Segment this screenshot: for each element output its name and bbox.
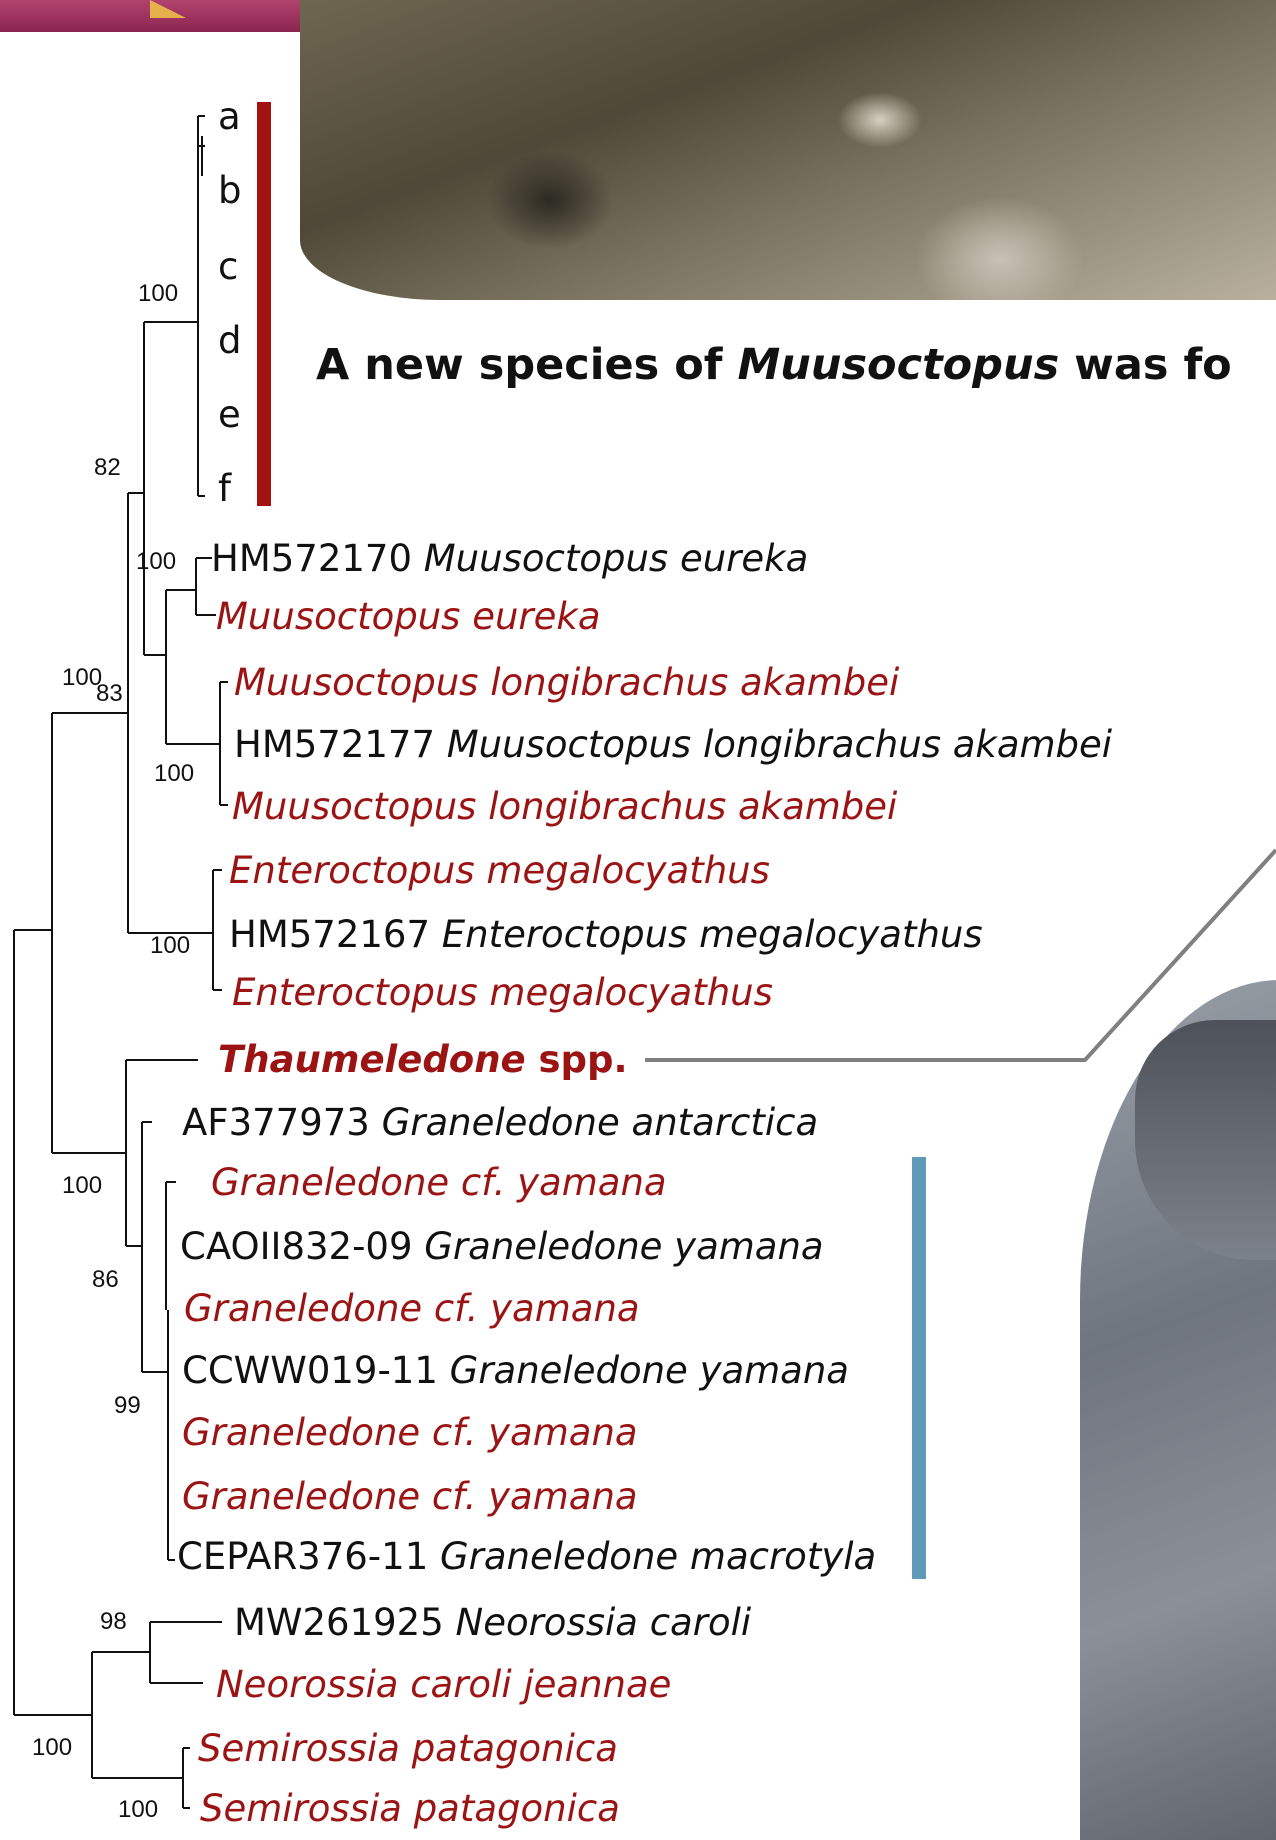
tip-label: Enteroctopus megalocyathus (229, 852, 770, 889)
tip-label: Muusoctopus eureka (216, 598, 601, 635)
tip-accession: AF377973 (182, 1101, 382, 1144)
tip-species: Graneledone yamana (424, 1225, 823, 1268)
clade-letter: f (218, 470, 231, 507)
tip-species: Muusoctopus longibrachus akambei (447, 723, 1112, 766)
tree-branch (144, 322, 166, 744)
bootstrap-value: 100 (136, 550, 176, 574)
clade-letter: d (218, 322, 242, 359)
tip-species: Graneledone cf. yamana (182, 1411, 638, 1454)
tip-accession: MW261925 (234, 1601, 456, 1644)
tip-accession: HM572177 (234, 723, 447, 766)
tree-branch (213, 870, 222, 990)
tip-species: Graneledone cf. yamana (211, 1161, 667, 1204)
clade-bar-graneledone (912, 1157, 926, 1579)
clade-letter: a (218, 98, 241, 135)
clade-letter: b (218, 172, 242, 209)
tip-label: HM572167 Enteroctopus megalocyathus (229, 916, 983, 953)
tip-species: Graneledone cf. yamana (182, 1475, 638, 1518)
tip-label: Neorossia caroli jeannae (216, 1666, 671, 1703)
tip-label: Semirossia patagonica (200, 1790, 620, 1827)
tip-label: Semirossia patagonica (198, 1730, 618, 1767)
tree-branch (126, 1060, 142, 1246)
bootstrap-value: 100 (32, 1736, 72, 1760)
tip-label: Enteroctopus megalocyathus (232, 974, 773, 1011)
tip-label: Graneledone cf. yamana (182, 1478, 638, 1515)
bootstrap-value: 100 (154, 762, 194, 786)
tip-accession: HM572167 (229, 913, 442, 956)
tree-branch (168, 1310, 175, 1560)
tip-species: Neorossia caroli jeannae (216, 1663, 671, 1706)
clade-letter: c (218, 248, 238, 285)
tip-species: Graneledone macrotyla (440, 1535, 876, 1578)
tip-label: CAOII832-09 Graneledone yamana (180, 1228, 824, 1265)
tip-label: Graneledone cf. yamana (184, 1290, 640, 1327)
bootstrap-value: 83 (96, 682, 123, 706)
tip-label-thaumeledone: Thaumeledone spp. (218, 1041, 628, 1078)
tip-label: Graneledone cf. yamana (211, 1164, 667, 1201)
bootstrap-value: 82 (94, 456, 121, 480)
tip-species: Graneledone yamana (450, 1349, 849, 1392)
tip-species: Graneledone cf. yamana (184, 1287, 640, 1330)
tip-species: Muusoctopus longibrachus akambei (232, 785, 897, 828)
tip-accession: HM572170 (211, 537, 424, 580)
tip-species: Semirossia patagonica (200, 1787, 620, 1830)
tree-branch (142, 1122, 168, 1372)
bootstrap-value: 100 (138, 282, 178, 306)
bootstrap-value: 86 (92, 1268, 119, 1292)
tip-suffix: spp. (526, 1038, 628, 1081)
tip-label: Muusoctopus longibrachus akambei (232, 788, 897, 825)
clade-bar-new-species (257, 102, 271, 506)
tip-accession: CCWW019-11 (182, 1349, 450, 1392)
tip-accession: CAOII832-09 (180, 1225, 424, 1268)
tip-label: AF377973 Graneledone antarctica (182, 1104, 818, 1141)
tree-branch (220, 682, 228, 805)
tip-species: Enteroctopus megalocyathus (442, 913, 983, 956)
bootstrap-value: 100 (62, 1174, 102, 1198)
tip-species: Muusoctopus longibrachus akambei (234, 661, 899, 704)
tip-species: Enteroctopus megalocyathus (229, 849, 770, 892)
tip-genus: Thaumeledone (218, 1038, 526, 1081)
bootstrap-value: 99 (114, 1394, 141, 1418)
tip-species: Muusoctopus eureka (424, 537, 809, 580)
tip-species: Graneledone antarctica (382, 1101, 819, 1144)
tip-label: Muusoctopus longibrachus akambei (234, 664, 899, 701)
bootstrap-value: 100 (150, 934, 190, 958)
clade-letter: e (218, 396, 241, 433)
tip-label: MW261925 Neorossia caroli (234, 1604, 751, 1641)
tip-species: Semirossia patagonica (198, 1727, 618, 1770)
tip-species: Muusoctopus eureka (216, 595, 601, 638)
tree-branch (183, 1748, 190, 1808)
tip-label: CCWW019-11 Graneledone yamana (182, 1352, 849, 1389)
tip-label: HM572177 Muusoctopus longibrachus akambe… (234, 726, 1112, 763)
tip-species: Enteroctopus megalocyathus (232, 971, 773, 1014)
tip-label: HM572170 Muusoctopus eureka (211, 540, 808, 577)
bootstrap-value: 98 (100, 1610, 127, 1634)
tip-label: Graneledone cf. yamana (182, 1414, 638, 1451)
tip-label: CEPAR376-11 Graneledone macrotyla (177, 1538, 876, 1575)
bootstrap-value: 100 (118, 1798, 158, 1822)
tip-species: Neorossia caroli (456, 1601, 752, 1644)
tree-branch (150, 1622, 222, 1683)
tip-accession: CEPAR376-11 (177, 1535, 440, 1578)
